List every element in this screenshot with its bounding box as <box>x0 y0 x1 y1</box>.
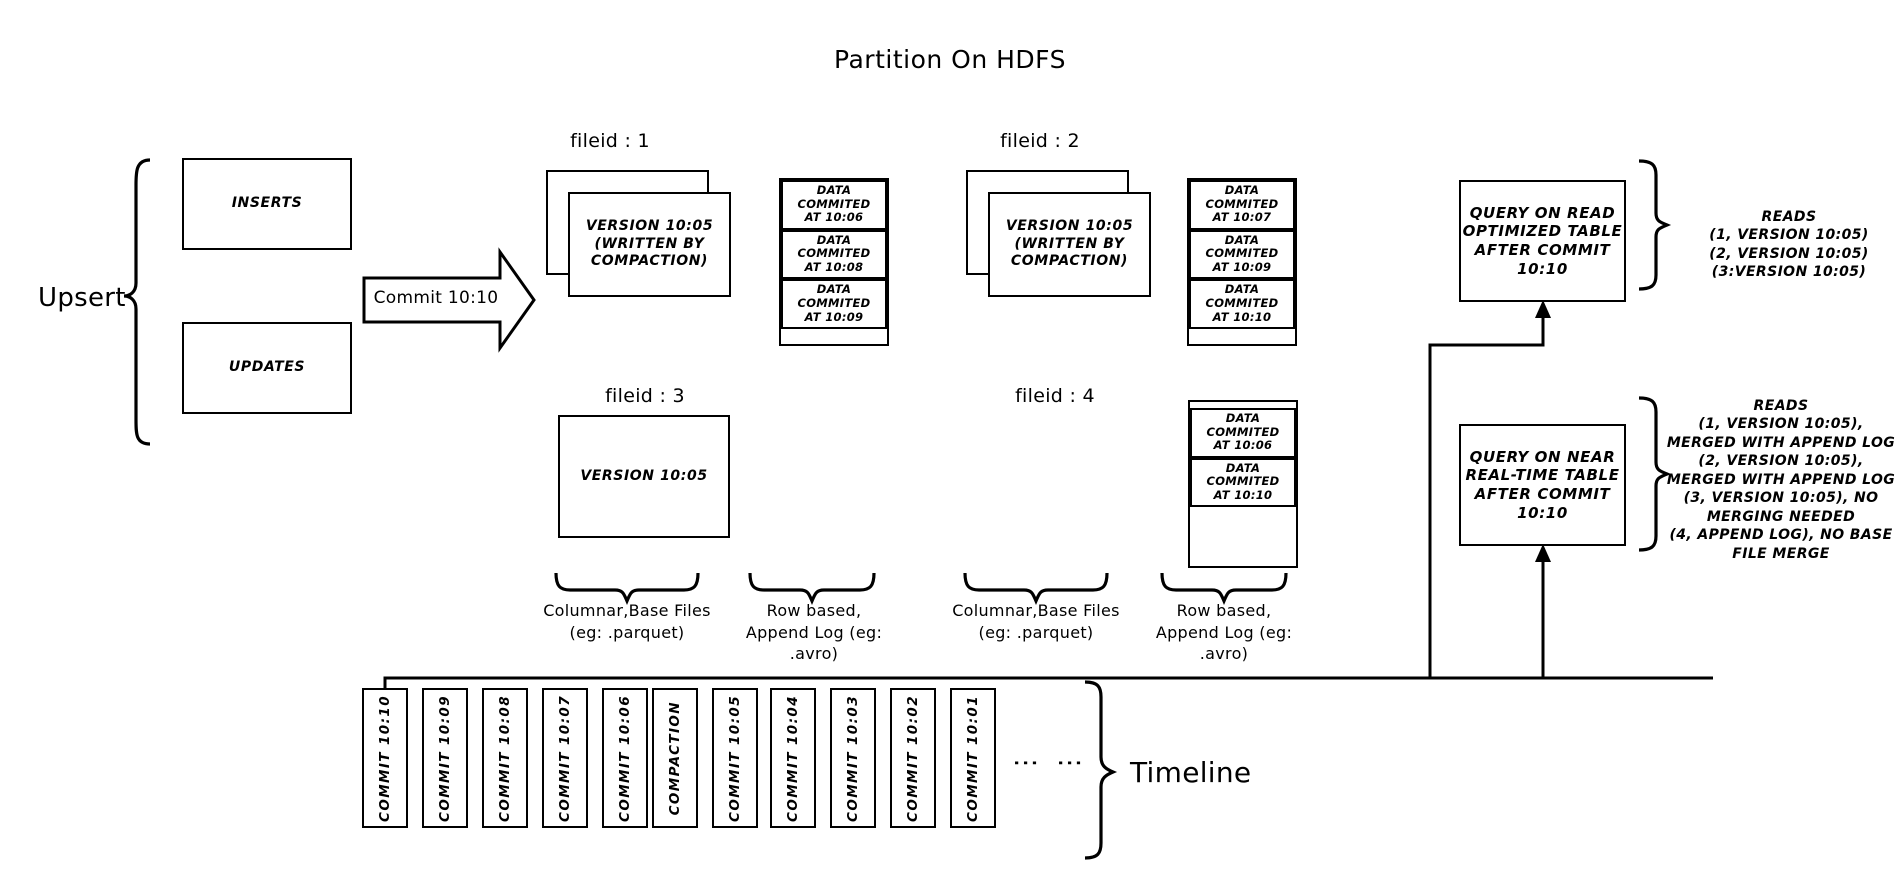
fileid-1-label: fileid : 1 <box>570 130 650 152</box>
reads-line: MERGING NEEDED <box>1706 508 1856 525</box>
fileid-3-base-line-1: VERSION 10:05 <box>580 467 708 484</box>
timeline-item-label: COMMIT 10:05 <box>727 694 743 822</box>
fileid-2-base-line-1: VERSION 10:05 <box>1005 218 1134 235</box>
timeline-item-label: COMMIT 10:01 <box>965 694 981 822</box>
commit-arrow-label: Commit 10:10 <box>373 288 499 308</box>
timeline-item-label: COMMIT 10:09 <box>437 694 453 822</box>
updates-box[interactable]: UPDATES <box>182 322 352 414</box>
inserts-label: INSERTS <box>231 195 303 212</box>
reads-summary-near-realtime: READS (1, VERSION 10:05), MERGED WITH AP… <box>1655 397 1900 563</box>
reads-line: READS <box>1753 398 1809 414</box>
timeline-item-label: COMMIT 10:07 <box>557 694 573 822</box>
fileid-1-base-line-1: VERSION 10:05 <box>585 218 714 235</box>
brace-label-line: Row based, <box>766 601 862 620</box>
brace-label-line: Append Log (eg: <box>745 622 883 642</box>
reads-line: (1, VERSION 10:05) <box>1709 227 1869 244</box>
brace-label-line: Row based, <box>1176 601 1272 620</box>
fileid-1-base-line-3: COMPACTION) <box>590 253 709 270</box>
timeline-ellipsis-1: ⋮ <box>1010 750 1041 776</box>
brace-label-line: .avro) <box>1199 644 1249 664</box>
reads-line: FILE MERGE <box>1732 545 1830 562</box>
brace-label-line: Columnar,Base Files <box>952 601 1120 620</box>
reads-line: (1, VERSION 10:05), <box>1698 416 1864 433</box>
updates-label: UPDATES <box>228 359 306 376</box>
fileid-1-base-file[interactable]: VERSION 10:05 (WRITTEN BY COMPACTION) <box>568 192 731 297</box>
timeline-label: Timeline <box>1130 756 1252 789</box>
timeline-item-label: COMPACTION <box>667 700 683 816</box>
reads-line: (4, APPEND LOG), NO BASE <box>1669 527 1893 544</box>
reads-line: MERGED WITH APPEND LOG <box>1666 434 1896 451</box>
reads-line: MERGED WITH APPEND LOG <box>1666 471 1896 488</box>
reads-line: (2, VERSION 10:05) <box>1709 245 1869 262</box>
timeline-item[interactable]: COMMIT 10:07 <box>542 688 588 828</box>
fileid-3-base-file[interactable]: VERSION 10:05 <box>558 415 730 538</box>
brace-label-line: (eg: .parquet) <box>978 622 1094 642</box>
timeline-item-label: COMMIT 10:02 <box>905 694 921 822</box>
query-rt-line-1: QUERY ON NEAR <box>1469 447 1616 466</box>
query-ro-line-1: QUERY ON READ <box>1469 203 1616 222</box>
timeline-item[interactable]: COMMIT 10:03 <box>830 688 876 828</box>
fileid-2-base-file[interactable]: VERSION 10:05 (WRITTEN BY COMPACTION) <box>988 192 1151 297</box>
page-title: Partition On HDFS <box>834 45 1066 74</box>
timeline-item[interactable]: COMMIT 10:06 <box>602 688 648 828</box>
timeline-item[interactable]: COMMIT 10:10 <box>362 688 408 828</box>
fileid-2-label: fileid : 2 <box>1000 130 1080 152</box>
timeline-item[interactable]: COMMIT 10:04 <box>770 688 816 828</box>
timeline-item-label: COMMIT 10:03 <box>845 694 861 822</box>
brace-label-line: (eg: .parquet) <box>569 622 685 642</box>
inserts-box[interactable]: INSERTS <box>182 158 352 250</box>
reads-line: (2, VERSION 10:05), <box>1698 453 1864 470</box>
query-near-realtime-box[interactable]: QUERY ON NEAR REAL-TIME TABLE AFTER COMM… <box>1459 424 1626 546</box>
timeline-item[interactable]: COMPACTION <box>652 688 698 828</box>
timeline-item[interactable]: COMMIT 10:05 <box>712 688 758 828</box>
reads-summary-read-optimized: READS (1, VERSION 10:05) (2, VERSION 10:… <box>1678 208 1900 282</box>
fileid-3-label: fileid : 3 <box>605 385 685 407</box>
fileid-1-base-line-2: (WRITTEN BY <box>594 235 705 252</box>
timeline-item-label: COMMIT 10:04 <box>785 694 801 822</box>
timeline-item-label: COMMIT 10:06 <box>617 694 633 822</box>
brace-label-columnar-2: Columnar,Base Files (eg: .parquet) <box>941 600 1131 643</box>
timeline-item[interactable]: COMMIT 10:09 <box>422 688 468 828</box>
brace-label-rowlog-1: Row based, Append Log (eg: .avro) <box>730 600 898 665</box>
timeline-item-label: COMMIT 10:08 <box>497 694 513 822</box>
query-ro-line-4: 10:10 <box>1517 259 1568 278</box>
timeline-ellipsis-2: ⋮ <box>1054 750 1085 776</box>
brace-label-line: Columnar,Base Files <box>543 601 711 620</box>
timeline-item[interactable]: COMMIT 10:08 <box>482 688 528 828</box>
timeline-item[interactable]: COMMIT 10:01 <box>950 688 996 828</box>
brace-label-line: .avro) <box>789 644 839 664</box>
reads-line: (3, VERSION 10:05), NO <box>1683 490 1879 507</box>
upsert-label: Upsert <box>38 283 126 313</box>
query-ro-line-2: OPTIMIZED TABLE <box>1462 222 1623 241</box>
fileid-2-base-line-3: COMPACTION) <box>1010 253 1129 270</box>
query-ro-line-3: AFTER COMMIT <box>1474 241 1611 259</box>
brace-label-columnar-1: Columnar,Base Files (eg: .parquet) <box>532 600 722 643</box>
fileid-4-label: fileid : 4 <box>1015 385 1095 407</box>
reads-line: READS <box>1761 209 1817 225</box>
fileid-2-base-line-2: (WRITTEN BY <box>1014 235 1125 252</box>
query-rt-line-4: 10:10 <box>1517 503 1568 522</box>
query-rt-line-3: AFTER COMMIT <box>1474 485 1611 503</box>
query-rt-line-2: REAL-TIME TABLE <box>1465 466 1620 485</box>
brace-label-rowlog-2: Row based, Append Log (eg: .avro) <box>1140 600 1308 665</box>
query-read-optimized-box[interactable]: QUERY ON READ OPTIMIZED TABLE AFTER COMM… <box>1459 180 1626 302</box>
brace-label-line: Append Log (eg: <box>1155 622 1293 642</box>
timeline-item-label: COMMIT 10:10 <box>377 694 393 822</box>
reads-line: (3:VERSION 10:05) <box>1711 264 1867 281</box>
timeline-item[interactable]: COMMIT 10:02 <box>890 688 936 828</box>
